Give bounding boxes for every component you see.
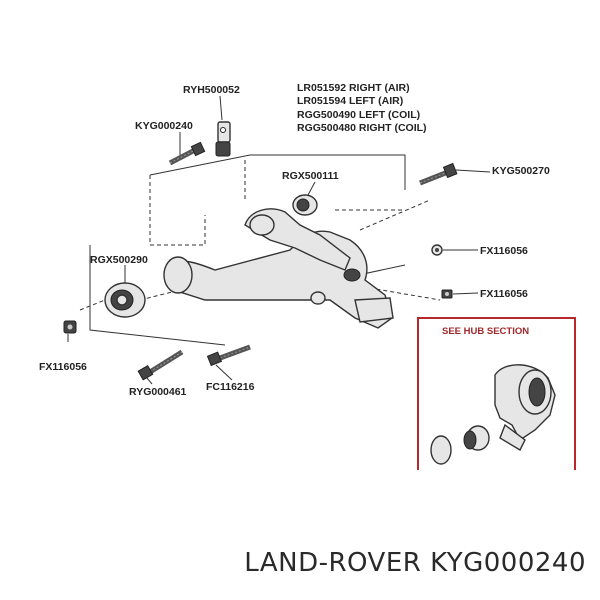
- brand-part-number: LAND-ROVER KYG000240: [244, 548, 586, 578]
- label-rgg500490: RGG500490 LEFT (COIL): [297, 109, 420, 121]
- label-fc116216: FC116216: [206, 381, 255, 393]
- bracket-ryh500052: [215, 121, 231, 157]
- label-kyg000240: KYG000240: [135, 120, 193, 132]
- bolt-kyg000240: [168, 141, 206, 166]
- label-fx116056-right: FX116056: [480, 245, 528, 257]
- label-lr051592: LR051592 RIGHT (AIR): [297, 82, 410, 94]
- bolt-ryg000461: [137, 349, 184, 381]
- label-hub-section: SEE HUB SECTION: [442, 326, 529, 337]
- label-ryh500052: RYH500052: [183, 84, 240, 96]
- bolt-kyg500270: [419, 162, 458, 186]
- hub-section-box: [417, 317, 576, 470]
- label-fx116056-left: FX116056: [39, 361, 87, 373]
- label-ryg000461: RYG000461: [129, 386, 187, 398]
- nut-fx116056-right: [431, 244, 443, 256]
- leader-lines: [67, 95, 491, 385]
- label-rgx500290: RGX500290: [90, 254, 148, 266]
- nut-fx116056-left: [63, 320, 77, 334]
- label-rgg500480: RGG500480 RIGHT (COIL): [297, 122, 427, 134]
- label-fx116056-right2: FX116056: [480, 288, 528, 300]
- label-lr051594: LR051594 LEFT (AIR): [297, 95, 403, 107]
- bushing-rgx500111: [292, 194, 318, 216]
- label-rgx500111: RGX500111: [282, 170, 339, 182]
- bolt-fc116216: [206, 344, 251, 367]
- control-arm: [163, 208, 394, 329]
- nut-fx116056-right2: [441, 289, 453, 299]
- label-kyg500270: KYG500270: [492, 165, 550, 177]
- bushing-rgx500290: [104, 282, 146, 318]
